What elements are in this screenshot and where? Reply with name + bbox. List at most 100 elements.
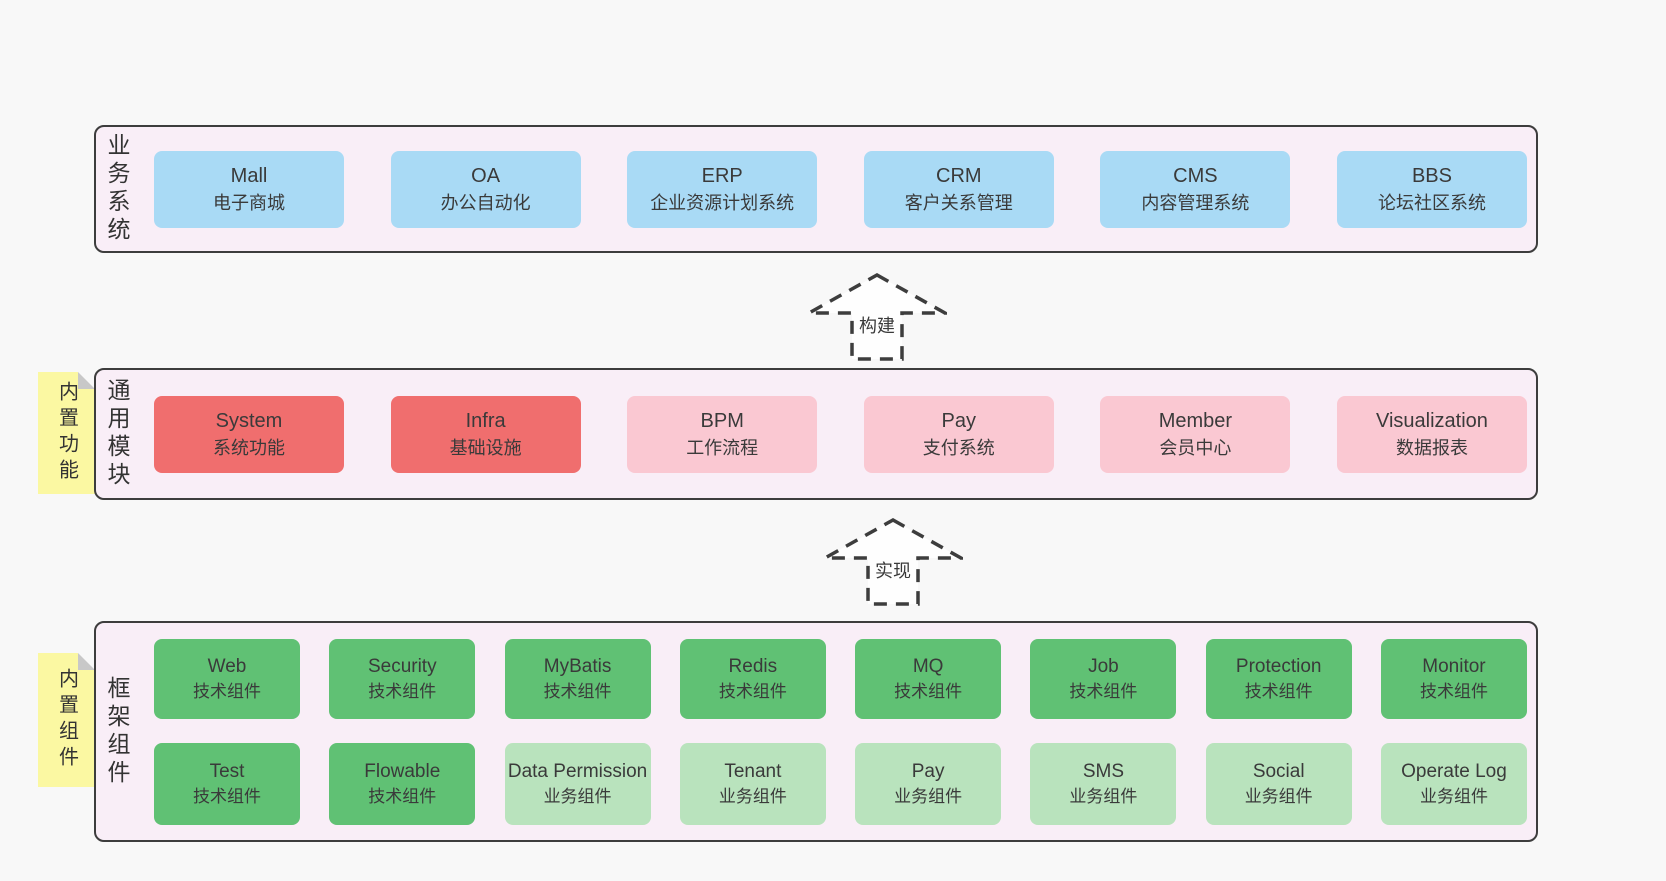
box-title: OA bbox=[471, 164, 501, 187]
box-subtitle: 会员中心 bbox=[1159, 437, 1232, 458]
box-subtitle: 电子商城 bbox=[213, 192, 285, 213]
box-test: Test 技术组件 bbox=[154, 743, 300, 825]
arrow-label: 实现 bbox=[873, 557, 913, 583]
sticky-note-label: 内置组件 bbox=[55, 668, 78, 772]
box-title: ERP bbox=[701, 164, 743, 187]
box-row: Web 技术组件 Security 技术组件 MyBatis 技术组件 Redi… bbox=[154, 639, 1527, 719]
box-title: Flowable bbox=[364, 760, 441, 782]
box-title: Visualization bbox=[1376, 409, 1488, 432]
box-subtitle: 业务组件 bbox=[894, 787, 963, 807]
box-operate-log: Operate Log 业务组件 bbox=[1380, 743, 1527, 825]
box-title: CRM bbox=[936, 164, 982, 187]
box-subtitle: 办公自动化 bbox=[440, 192, 531, 213]
box-subtitle: 技术组件 bbox=[543, 682, 612, 702]
box-mall: Mall 电子商城 bbox=[154, 150, 344, 228]
box-subtitle: 技术组件 bbox=[368, 787, 437, 807]
sticky-note-label: 内置功能 bbox=[55, 381, 78, 485]
box-title: Pay bbox=[941, 409, 977, 432]
box-sms: SMS 业务组件 bbox=[1030, 743, 1177, 825]
box-member: Member 会员中心 bbox=[1100, 395, 1291, 473]
arrow-build: 构建 bbox=[807, 273, 947, 361]
box-pay-system: Pay 支付系统 bbox=[863, 395, 1054, 473]
box-title: Infra bbox=[465, 409, 506, 432]
box-title: MQ bbox=[912, 655, 944, 677]
layer-business-systems: 业务系统 Mall 电子商城 OA 办公自动化 ERP 企业资源计划系统 CRM… bbox=[94, 125, 1538, 253]
box-title: Tenant bbox=[724, 760, 782, 782]
box-subtitle: 企业资源计划系统 bbox=[650, 192, 795, 213]
box-subtitle: 技术组件 bbox=[1244, 682, 1313, 702]
box-subtitle: 技术组件 bbox=[894, 682, 963, 702]
box-data-permission: Data Permission 业务组件 bbox=[504, 743, 651, 825]
box-subtitle: 工作流程 bbox=[686, 437, 759, 458]
box-subtitle: 客户关系管理 bbox=[904, 192, 1013, 213]
box-subtitle: 论坛社区系统 bbox=[1377, 192, 1486, 213]
box-social: Social 业务组件 bbox=[1205, 743, 1352, 825]
box-subtitle: 技术组件 bbox=[718, 682, 787, 702]
box-title: Pay bbox=[911, 760, 945, 782]
box-tenant: Tenant 业务组件 bbox=[679, 743, 826, 825]
box-title: SMS bbox=[1082, 760, 1124, 782]
box-monitor: Monitor 技术组件 bbox=[1380, 639, 1527, 719]
box-title: BBS bbox=[1411, 164, 1452, 187]
box-bbs: BBS 论坛社区系统 bbox=[1336, 150, 1527, 228]
box-title: Member bbox=[1158, 409, 1233, 432]
box-title: BPM bbox=[700, 409, 744, 432]
box-visualization: Visualization 数据报表 bbox=[1336, 395, 1527, 473]
box-infra: Infra 基础设施 bbox=[390, 395, 581, 473]
layer-framework-components: 框架组件 Web 技术组件 Security 技术组件 MyBatis 技术组件… bbox=[94, 621, 1538, 842]
box-title: Test bbox=[209, 760, 245, 782]
box-mybatis: MyBatis 技术组件 bbox=[504, 639, 651, 719]
box-bpm: BPM 工作流程 bbox=[627, 395, 818, 473]
box-title: Monitor bbox=[1422, 655, 1486, 677]
box-subtitle: 技术组件 bbox=[1419, 682, 1488, 702]
box-subtitle: 技术组件 bbox=[193, 682, 261, 702]
box-crm: CRM 客户关系管理 bbox=[863, 150, 1054, 228]
box-subtitle: 系统功能 bbox=[213, 437, 285, 458]
box-erp: ERP 企业资源计划系统 bbox=[627, 150, 818, 228]
box-subtitle: 技术组件 bbox=[1069, 682, 1138, 702]
box-subtitle: 业务组件 bbox=[1419, 787, 1488, 807]
layer-label: 框架组件 bbox=[104, 623, 130, 840]
box-security: Security 技术组件 bbox=[329, 639, 476, 719]
box-subtitle: 基础设施 bbox=[449, 437, 522, 458]
box-title: Operate Log bbox=[1401, 760, 1507, 782]
layer-label-text: 框架组件 bbox=[104, 675, 130, 788]
box-subtitle: 业务组件 bbox=[543, 787, 612, 807]
layer-label: 通用模块 bbox=[104, 370, 130, 498]
box-title: Security bbox=[367, 655, 437, 677]
box-title: System bbox=[215, 409, 283, 432]
box-subtitle: 技术组件 bbox=[368, 682, 437, 702]
box-cms: CMS 内容管理系统 bbox=[1100, 150, 1291, 228]
box-title: CMS bbox=[1173, 164, 1218, 187]
layer-common-modules: 通用模块 System 系统功能 Infra 基础设施 BPM 工作流程 Pay… bbox=[94, 368, 1538, 500]
box-subtitle: 技术组件 bbox=[193, 787, 261, 807]
box-oa: OA 办公自动化 bbox=[390, 150, 581, 228]
box-protection: Protection 技术组件 bbox=[1205, 639, 1352, 719]
box-title: Protection bbox=[1235, 655, 1322, 677]
box-system: System 系统功能 bbox=[154, 395, 344, 473]
box-mq: MQ 技术组件 bbox=[855, 639, 1002, 719]
box-title: Mall bbox=[230, 164, 268, 187]
box-web: Web 技术组件 bbox=[154, 639, 300, 719]
box-title: Data Permission bbox=[507, 760, 648, 782]
box-row: System 系统功能 Infra 基础设施 BPM 工作流程 Pay 支付系统… bbox=[154, 370, 1527, 498]
layer-label: 业务系统 bbox=[104, 127, 130, 251]
box-row: Mall 电子商城 OA 办公自动化 ERP 企业资源计划系统 CRM 客户关系… bbox=[154, 127, 1527, 251]
layer-label-text: 通用模块 bbox=[104, 378, 130, 490]
box-subtitle: 业务组件 bbox=[718, 787, 787, 807]
box-title: Web bbox=[207, 655, 247, 677]
box-flowable: Flowable 技术组件 bbox=[329, 743, 476, 825]
layer-label-text: 业务系统 bbox=[104, 133, 130, 245]
box-title: MyBatis bbox=[543, 655, 612, 677]
box-title: Job bbox=[1088, 655, 1119, 677]
box-subtitle: 内容管理系统 bbox=[1141, 192, 1250, 213]
box-subtitle: 业务组件 bbox=[1244, 787, 1313, 807]
box-row: Test 技术组件 Flowable 技术组件 Data Permission … bbox=[154, 743, 1527, 825]
box-redis: Redis 技术组件 bbox=[679, 639, 826, 719]
box-subtitle: 支付系统 bbox=[922, 437, 995, 458]
box-title: Social bbox=[1252, 760, 1305, 782]
sticky-note-builtin-components: 内置组件 bbox=[38, 653, 95, 787]
box-subtitle: 数据报表 bbox=[1395, 437, 1468, 458]
box-subtitle: 业务组件 bbox=[1069, 787, 1138, 807]
box-title: Redis bbox=[728, 655, 778, 677]
